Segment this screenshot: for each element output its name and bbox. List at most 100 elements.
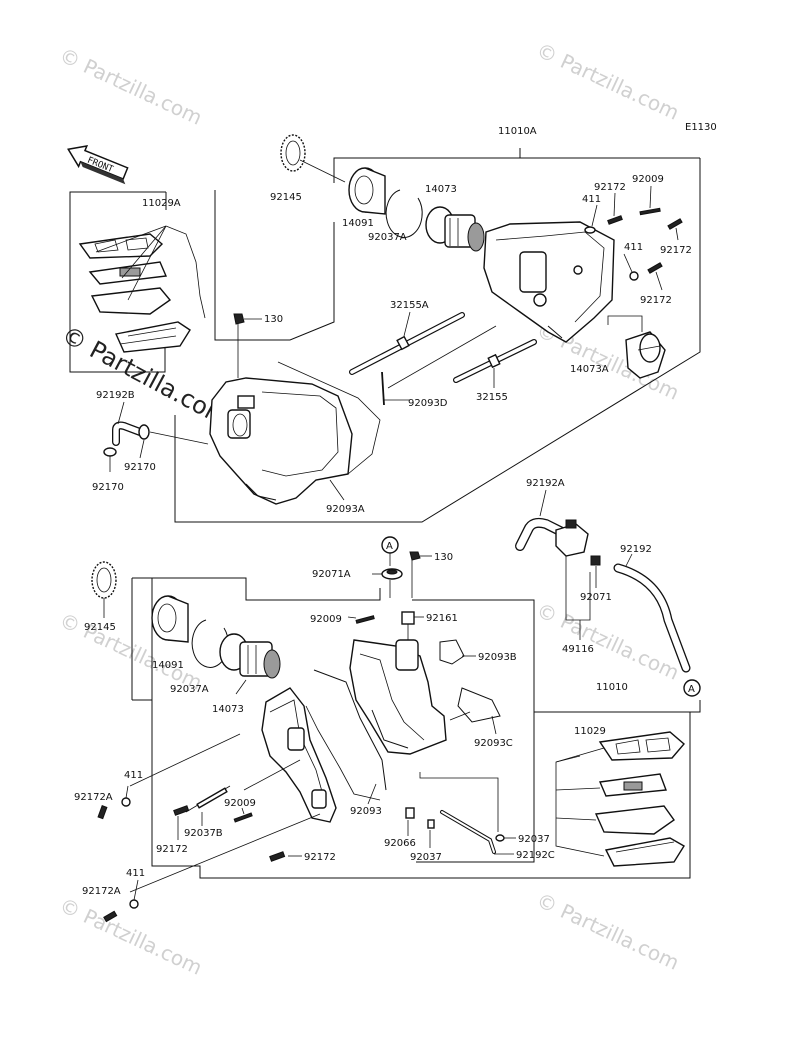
- bolt-130-top: [233, 313, 245, 325]
- part-label: 92093D: [408, 398, 448, 409]
- part-label: 92066: [384, 838, 416, 849]
- washer-411-bottom1: [121, 797, 131, 807]
- air-cleaner-case-bottom: [349, 639, 447, 755]
- stud-92009-mid: [355, 615, 375, 624]
- spring-clamp-92145-top: [280, 134, 306, 172]
- part-label: 92192C: [516, 850, 555, 861]
- bolt-92172-top1: [607, 215, 623, 225]
- washer-411-top2: [629, 271, 639, 281]
- filter-element-11029A: [78, 233, 191, 353]
- part-label: 92071A: [312, 569, 351, 580]
- stud-92009-top: [639, 207, 661, 216]
- part-label: 92145: [84, 622, 116, 633]
- stud-92009-bottom: [233, 812, 253, 823]
- part-label: 92192: [620, 544, 652, 555]
- bolt-92172-top2: [667, 218, 683, 230]
- clamp-92170-a: [138, 424, 150, 440]
- part-label: 130: [434, 552, 453, 563]
- air-cleaner-cover-top: [483, 221, 615, 343]
- part-label: 14091: [152, 660, 184, 671]
- hose-92192A: [515, 517, 571, 551]
- air-cleaner-cover-bottom: [261, 687, 337, 823]
- part-label: 92093A: [326, 504, 365, 515]
- part-label: 11029: [574, 726, 606, 737]
- washer-411-bottom2: [129, 899, 139, 909]
- duct-14073-bottom: [219, 633, 281, 679]
- part-label: 14091: [342, 218, 374, 229]
- part-label: 411: [124, 770, 143, 781]
- watermark: © Partzilla.com: [533, 38, 683, 125]
- duct-14073-top: [425, 206, 485, 252]
- block-92161: [401, 611, 415, 625]
- part-label: 411: [624, 242, 643, 253]
- part-label: 92071: [580, 592, 612, 603]
- hose-92192B: [112, 421, 144, 446]
- part-label: 92037B: [184, 828, 223, 839]
- svg-text:A: A: [386, 541, 393, 552]
- part-label: 92172: [640, 295, 672, 306]
- bolt-92172A-1: [97, 805, 108, 820]
- bolt-92172-bottom1: [173, 805, 190, 816]
- part-label: 411: [126, 868, 145, 879]
- part-label: 92172: [304, 852, 336, 863]
- seal-92093D: [381, 371, 385, 406]
- hose-92192: [613, 563, 691, 673]
- clamp-92037-b: [495, 834, 505, 842]
- clamp-92170-b: [103, 447, 117, 457]
- grommet-92071A: [381, 568, 403, 580]
- part-label: 11010A: [498, 126, 537, 137]
- cap-14091-bottom: [151, 595, 189, 643]
- part-label: 92037: [518, 834, 550, 845]
- part-label: 92172A: [82, 886, 121, 897]
- part-label: 49116: [562, 644, 594, 655]
- part-label: 92170: [92, 482, 124, 493]
- part-label: 92172: [594, 182, 626, 193]
- part-label: 92009: [310, 614, 342, 625]
- part-label: 92192A: [526, 478, 565, 489]
- svg-text:A: A: [688, 684, 695, 695]
- part-label: 92145: [270, 192, 302, 203]
- bolt-92172-bottom2: [269, 851, 286, 862]
- part-label: 11010: [596, 682, 628, 693]
- diagram-code: E1130: [685, 122, 717, 133]
- watermark: © Partzilla.com: [533, 888, 683, 975]
- washer-411-top1: [584, 226, 596, 234]
- cap-14091-top: [348, 167, 386, 215]
- part-label: 32155: [476, 392, 508, 403]
- part-label: 92093B: [478, 652, 517, 663]
- part-label: 92093C: [474, 738, 513, 749]
- part-label: 14073: [212, 704, 244, 715]
- boot-14073A: [625, 331, 666, 379]
- part-label: 32155A: [390, 300, 429, 311]
- seal-92093: [313, 669, 387, 791]
- part-label: 14073: [425, 184, 457, 195]
- part-label: 14073A: [570, 364, 609, 375]
- part-label: 11029A: [142, 198, 181, 209]
- part-label: 92037A: [170, 684, 209, 695]
- watermark: © Partzilla.com: [56, 43, 206, 130]
- reed-valve-49116: [555, 519, 589, 557]
- front-arrow-icon: FRONT: [67, 145, 129, 185]
- part-label: 130: [264, 314, 283, 325]
- air-cleaner-case-top: [209, 361, 381, 505]
- clip-ring-92037A-top: [385, 189, 423, 238]
- connector-marker-A-top: A: [381, 536, 399, 554]
- grommet-92071: [590, 555, 601, 566]
- clamp-92037-a: [427, 819, 435, 829]
- part-label: 92093: [350, 806, 382, 817]
- rod-32155A: [349, 312, 465, 375]
- part-label: 92009: [224, 798, 256, 809]
- watermark: © Partzilla.com: [533, 598, 683, 685]
- spring-clamp-92145-bottom: [91, 561, 117, 599]
- part-label: 411: [582, 194, 601, 205]
- stud-92037B: [196, 787, 228, 809]
- part-label: 92172: [156, 844, 188, 855]
- part-label: 92170: [124, 462, 156, 473]
- bolt-130-mid: [409, 551, 421, 561]
- fitting-92066: [405, 807, 415, 819]
- seal-92093B: [439, 639, 465, 665]
- part-label: 92037: [410, 852, 442, 863]
- part-label: 92009: [632, 174, 664, 185]
- bottom-assembly: A A: [91, 489, 701, 923]
